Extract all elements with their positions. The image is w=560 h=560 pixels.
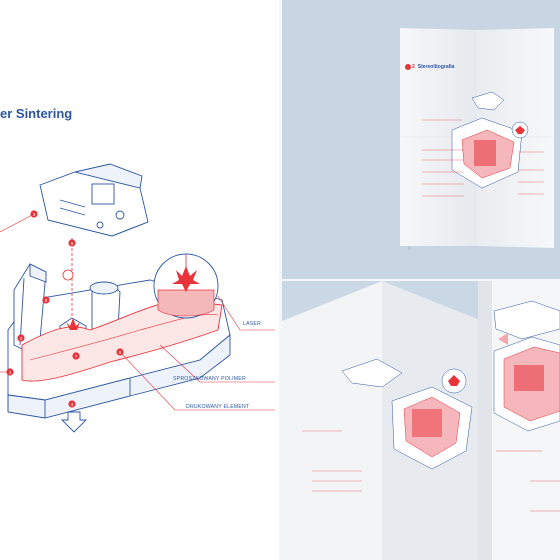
label-printed: DRUKOWANY ELEMENT: [186, 404, 250, 410]
poster-title: er Sintering: [0, 106, 73, 121]
marker-3: 3: [33, 212, 36, 217]
marker-5: 5: [71, 241, 74, 246]
marker-1: 1: [9, 370, 12, 375]
sls-diagram: 3 5 6 2 1 7 8 4: [0, 163, 275, 433]
marker-6: 6: [45, 298, 48, 303]
poster-mockup-bottom: [282, 281, 560, 560]
label-powder: SPROSZKOWANY POLIMER: [173, 376, 246, 382]
horizontal-divider: [282, 279, 560, 281]
folded-poster-image: [400, 28, 554, 250]
label-laser: LASER: [243, 321, 262, 327]
marker-2: 2: [20, 336, 23, 341]
folded-posters-image: [282, 281, 560, 560]
left-poster-panel: er Sintering: [0, 0, 279, 560]
marker-7: 7: [75, 354, 78, 359]
mock-poster-number: 2: [412, 64, 415, 70]
marker-8: 8: [119, 350, 122, 355]
vertical-divider: [279, 0, 282, 560]
marker-4: 4: [71, 402, 74, 407]
